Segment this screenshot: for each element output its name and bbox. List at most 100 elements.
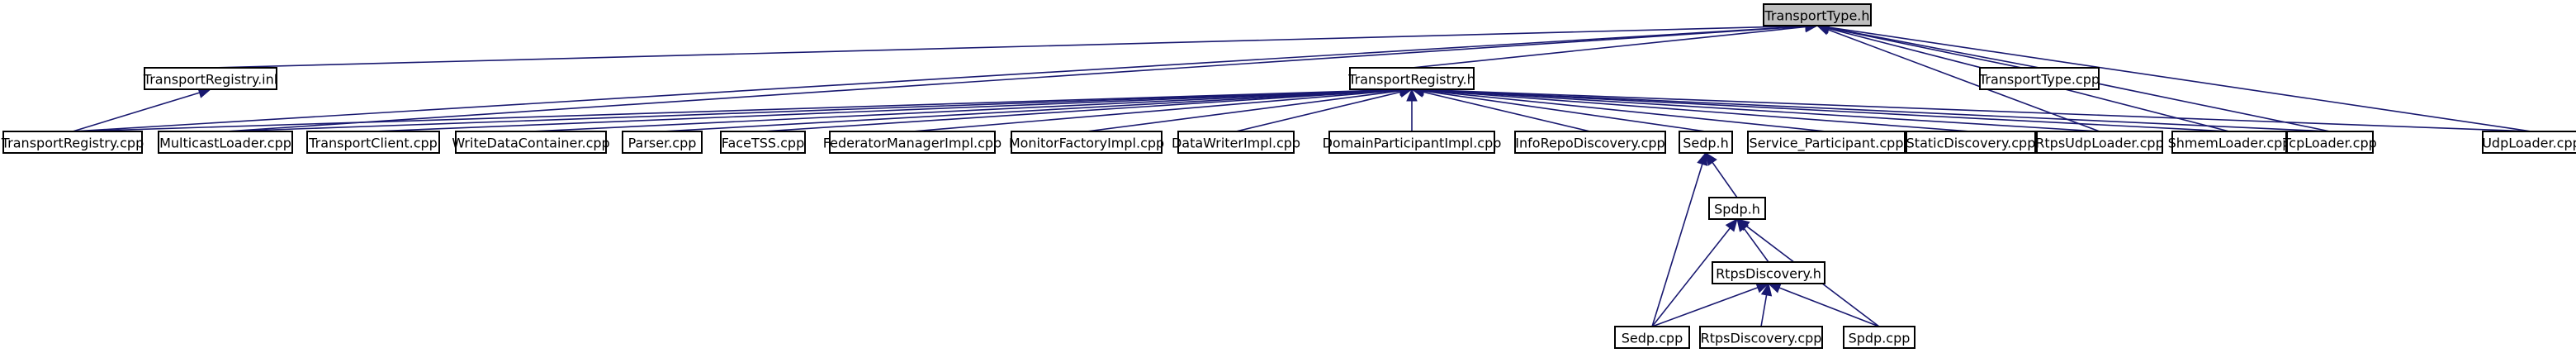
node-transportclient-cpp[interactable]: TransportClient.cpp <box>306 131 440 154</box>
arrowhead-spdp_cpp-to-spdp_h <box>1735 218 1750 231</box>
node-domainparticipantimpl-cpp[interactable]: DomainParticipantImpl.cpp <box>1323 131 1502 154</box>
arrowhead-spdp_h-to-sedp_h <box>1705 151 1717 166</box>
node-label: StaticDiscovery.cpp <box>1906 136 2036 151</box>
node-label: UdpLoader.cpp <box>2482 136 2576 151</box>
edge-transportregistry_inl-to-transporttype_h <box>210 25 1807 69</box>
node-writedatacontainer-cpp[interactable]: WriteDataContainer.cpp <box>452 131 610 154</box>
node-service-participant-cpp[interactable]: Service_Participant.cpp <box>1747 131 1906 154</box>
edge-udploader_cpp-to-transportregistry_h <box>1423 88 2532 132</box>
node-box <box>455 131 607 154</box>
edge-transportregistry_h-to-transporttype_h <box>1411 26 1807 69</box>
node-label: MonitorFactoryImpl.cpp <box>1009 136 1164 151</box>
edge-monitorfactoryimpl_cpp-to-transportregistry_h <box>1086 90 1401 132</box>
node-label: Sedp.cpp <box>1622 331 1683 346</box>
node-box <box>2482 131 2576 154</box>
node-box <box>1349 67 1475 90</box>
node-box <box>1708 197 1766 220</box>
edge-facetss_cpp-to-transportregistry_h <box>762 89 1401 132</box>
node-rtpsudploader-cpp[interactable]: RtpsUdpLoader.cpp <box>2035 131 2164 154</box>
node-label: Service_Participant.cpp <box>1750 136 1904 152</box>
edge-rtpsdiscovery_h-to-spdp_h <box>1743 227 1769 263</box>
node-box <box>1712 261 1825 284</box>
arrowhead-sedp_cpp-to-sedp_h <box>1697 151 1708 166</box>
edge-transportregistry_cpp-to-transporttype_h <box>72 26 1807 132</box>
arrowhead-sedp_cpp-to-spdp_h <box>1725 218 1738 232</box>
edge-service_participant_cpp-to-transportregistry_h <box>1423 89 1827 132</box>
node-rtpsdiscovery-cpp[interactable]: RtpsDiscovery.cpp <box>1699 326 1823 349</box>
node-transportregistry-h[interactable]: TransportRegistry.h <box>1347 67 1475 90</box>
node-label: TcpLoader.cpp <box>2282 136 2377 151</box>
node-label: TransportClient.cpp <box>308 136 438 151</box>
node-label: Spdp.h <box>1714 202 1760 217</box>
edge-writedatacontainer_cpp-to-transportregistry_h <box>530 88 1401 132</box>
node-facetss-cpp[interactable]: FaceTSS.cpp <box>720 131 806 154</box>
node-box <box>829 131 996 154</box>
edges-layer <box>72 20 2532 327</box>
edge-transportregistry_cpp-to-transportregistry_inl <box>72 92 200 132</box>
node-parser-cpp[interactable]: Parser.cpp <box>622 131 703 154</box>
node-federatormanagerimpl-cpp[interactable]: FederatorManagerImpl.cpp <box>823 131 1002 154</box>
node-label: InfoRepoDiscovery.cpp <box>1515 136 1664 151</box>
node-multicastloader-cpp[interactable]: MulticastLoader.cpp <box>158 131 293 154</box>
node-shmemloader-cpp[interactable]: ShmemLoader.cpp <box>2168 131 2291 154</box>
edge-sedp_cpp-to-rtpsdiscovery_h <box>1651 287 1759 327</box>
node-datawriterimpl-cpp[interactable]: DataWriterImpl.cpp <box>1172 131 1300 154</box>
edge-tcploader_cpp-to-transportregistry_h <box>1423 88 2331 132</box>
node-label: WriteDataContainer.cpp <box>452 136 609 151</box>
arrowhead-domainparticipantimpl_cpp-to-transportregistry_h <box>1406 88 1418 102</box>
node-box <box>622 131 703 154</box>
node-box <box>2 131 143 154</box>
node-box <box>2036 131 2163 154</box>
node-box <box>1763 3 1872 26</box>
node-label: RtpsDiscovery.h <box>1716 266 1821 282</box>
node-label: DomainParticipantImpl.cpp <box>1323 136 1502 151</box>
node-box <box>1979 67 2100 90</box>
node-label: RtpsUdpLoader.cpp <box>2035 136 2163 151</box>
node-label: TransportType.cpp <box>1978 72 2100 88</box>
node-transportregistry-cpp[interactable]: TransportRegistry.cpp <box>1 131 144 154</box>
node-label: TransportRegistry.cpp <box>1 136 144 151</box>
edge-federatormanagerimpl_cpp-to-transportregistry_h <box>912 89 1401 132</box>
edge-transporttype_cpp-to-transporttype_h <box>1828 26 2040 69</box>
node-sedp-cpp[interactable]: Sedp.cpp <box>1614 326 1690 349</box>
node-transporttype-cpp[interactable]: TransportType.cpp <box>1978 67 2100 90</box>
node-label: Spdp.cpp <box>1849 331 1911 346</box>
node-label: Sedp.h <box>1683 136 1729 151</box>
node-box <box>2171 131 2287 154</box>
node-tcploader-cpp[interactable]: TcpLoader.cpp <box>2282 131 2377 154</box>
node-sedp-h[interactable]: Sedp.h <box>1679 131 1733 154</box>
edge-inforepodiscovery_cpp-to-transportregistry_h <box>1423 91 1591 132</box>
node-label: ShmemLoader.cpp <box>2168 136 2291 151</box>
edge-shmemloader_cpp-to-transportregistry_h <box>1423 88 2230 132</box>
node-label: Parser.cpp <box>628 136 697 151</box>
node-box <box>158 131 293 154</box>
node-monitorfactoryimpl-cpp[interactable]: MonitorFactoryImpl.cpp <box>1009 131 1164 154</box>
edge-udploader_cpp-to-transporttype_h <box>1828 26 2532 132</box>
node-inforepodiscovery-cpp[interactable]: InfoRepoDiscovery.cpp <box>1514 131 1666 154</box>
node-staticdiscovery-cpp[interactable]: StaticDiscovery.cpp <box>1906 131 2036 154</box>
edge-sedp_cpp-to-spdp_h <box>1651 227 1731 327</box>
node-box <box>1906 131 2036 154</box>
node-box <box>306 131 440 154</box>
edge-spdp_h-to-sedp_h <box>1712 161 1738 198</box>
edge-spdp_cpp-to-rtpsdiscovery_h <box>1778 287 1880 327</box>
edge-rtpsudploader_cpp-to-transportregistry_h <box>1423 89 2100 132</box>
node-box <box>2286 131 2374 154</box>
node-label: TransportRegistry.inl <box>143 72 277 88</box>
edge-sedp_h-to-transportregistry_h <box>1423 90 1707 132</box>
node-udploader-cpp[interactable]: UdpLoader.cpp <box>2482 131 2576 154</box>
node-spdp-cpp[interactable]: Spdp.cpp <box>1843 326 1915 349</box>
node-label: MulticastLoader.cpp <box>159 136 291 151</box>
edge-multicastloader_cpp-to-transporttype_h <box>225 26 1807 132</box>
node-box <box>1679 131 1733 154</box>
node-label: TransportRegistry.h <box>1347 72 1475 88</box>
node-rtpsdiscovery-h[interactable]: RtpsDiscovery.h <box>1712 261 1825 284</box>
edge-transportregistry_cpp-to-transportregistry_h <box>72 88 1401 132</box>
node-label: RtpsDiscovery.cpp <box>1701 331 1822 346</box>
edge-parser_cpp-to-transportregistry_h <box>661 88 1401 132</box>
node-spdp-h[interactable]: Spdp.h <box>1708 197 1766 220</box>
node-transportregistry-inl[interactable]: TransportRegistry.inl <box>143 67 277 90</box>
node-box <box>1747 131 1906 154</box>
